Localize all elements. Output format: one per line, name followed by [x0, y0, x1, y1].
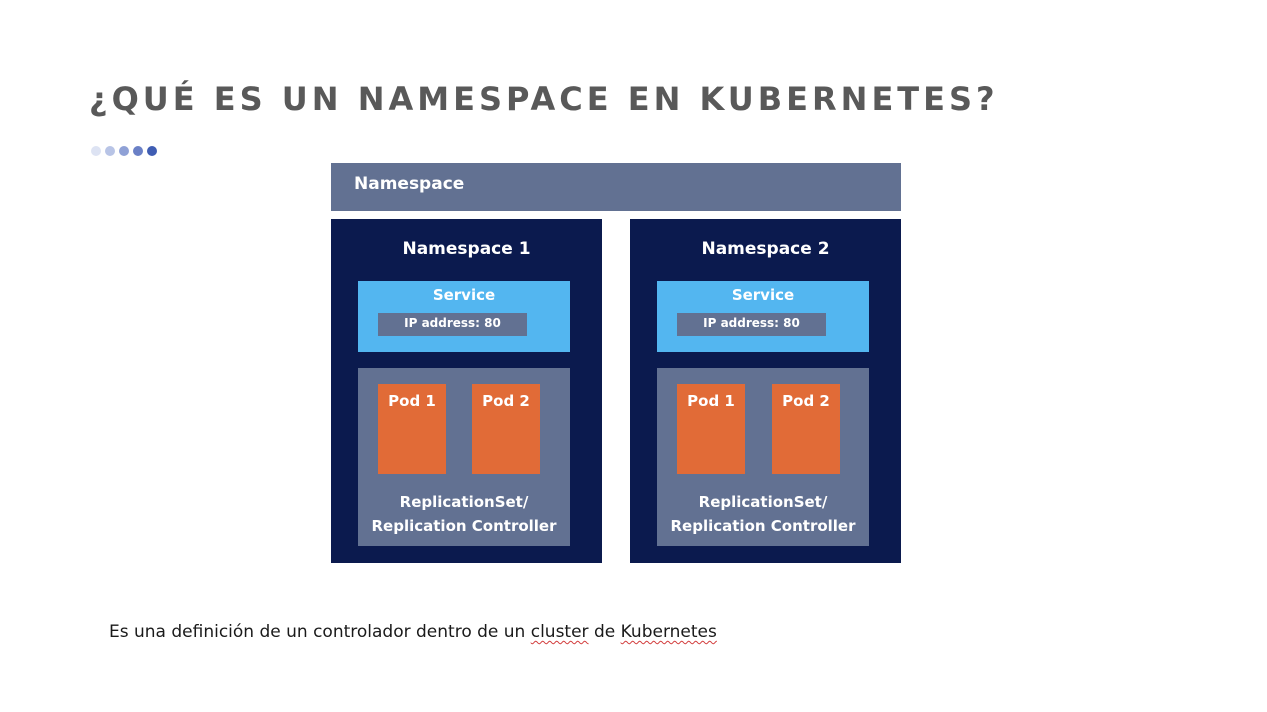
caption-text-1: Es una definición de un controlador dent… — [109, 622, 531, 642]
controller-label-line2: Replication Controller — [670, 517, 856, 535]
ip-address-label: IP address: 80 — [677, 313, 826, 336]
pod-label: Pod 1 — [388, 392, 436, 410]
pod-box: Pod 1 — [677, 384, 745, 474]
service-box: Service IP address: 80 — [657, 281, 869, 352]
namespace-box-1: Namespace 1 Service IP address: 80 Pod 1… — [331, 219, 602, 563]
caption-word-kubernetes: Kubernetes — [620, 622, 717, 642]
namespace-outer-label: Namespace — [354, 174, 465, 194]
namespace-outer-bar: Namespace — [331, 163, 901, 211]
ip-address-label: IP address: 80 — [378, 313, 527, 336]
replication-controller-box: Pod 1 Pod 2 ReplicationSet/ Replication … — [657, 368, 869, 546]
decorative-dots — [91, 146, 157, 156]
dot-4 — [133, 146, 143, 156]
controller-label: ReplicationSet/ Replication Controller — [657, 490, 869, 538]
controller-label-line1: ReplicationSet/ — [698, 493, 828, 511]
caption-word-cluster: cluster — [530, 622, 589, 642]
pod-box: Pod 1 — [378, 384, 446, 474]
pod-box: Pod 2 — [472, 384, 540, 474]
replication-controller-box: Pod 1 Pod 2 ReplicationSet/ Replication … — [358, 368, 570, 546]
controller-label-line2: Replication Controller — [371, 517, 557, 535]
slide-title: ¿QUÉ ES UN NAMESPACE EN KUBERNETES? — [89, 80, 999, 118]
slide-caption: Es una definición de un controlador dent… — [109, 622, 717, 642]
pod-label: Pod 1 — [687, 392, 735, 410]
dot-2 — [105, 146, 115, 156]
namespace-box-2: Namespace 2 Service IP address: 80 Pod 1… — [630, 219, 901, 563]
dot-3 — [119, 146, 129, 156]
service-box: Service IP address: 80 — [358, 281, 570, 352]
pod-label: Pod 2 — [482, 392, 530, 410]
service-label: Service — [731, 286, 795, 304]
service-label: Service — [432, 286, 496, 304]
controller-label-line1: ReplicationSet/ — [399, 493, 529, 511]
namespace-title: Namespace 2 — [701, 239, 830, 259]
dot-5 — [147, 146, 157, 156]
caption-text-2: de — [588, 622, 621, 642]
pod-box: Pod 2 — [772, 384, 840, 474]
pod-label: Pod 2 — [782, 392, 830, 410]
controller-label: ReplicationSet/ Replication Controller — [358, 490, 570, 538]
dot-1 — [91, 146, 101, 156]
namespace-title: Namespace 1 — [402, 239, 531, 259]
